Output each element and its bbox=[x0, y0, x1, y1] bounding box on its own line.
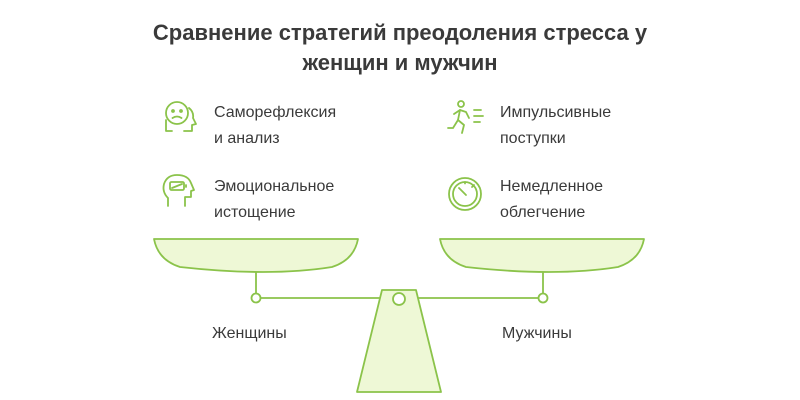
scale-center-pivot bbox=[392, 292, 406, 306]
item-immediate-relief-label: Немедленное облегчение bbox=[500, 178, 604, 221]
stopwatch-icon bbox=[448, 177, 482, 211]
scale-fulcrum bbox=[356, 289, 442, 393]
women-label: Женщины bbox=[212, 325, 287, 342]
item-self-reflection-label: Саморефлексия и анализ bbox=[214, 104, 337, 147]
item-impulsive-actions-label: Импульсивные поступки bbox=[500, 104, 612, 147]
title-line-1: Сравнение стратегий преодоления стресса … bbox=[152, 20, 648, 45]
scale-left-pan bbox=[153, 238, 359, 273]
page-title: Сравнение стратегий преодоления стресса … bbox=[0, 18, 800, 78]
thinking-head-icon bbox=[165, 101, 197, 132]
scale-right-pan bbox=[439, 238, 645, 273]
title-line-2: женщин и мужчин bbox=[302, 50, 498, 75]
scale-right-pivot bbox=[537, 292, 549, 304]
men-label: Мужчины bbox=[502, 325, 572, 342]
low-battery-head-icon bbox=[162, 174, 195, 207]
item-emotional-exhaustion-label: Эмоциональное истощение bbox=[214, 178, 335, 221]
scale-left-pivot bbox=[250, 292, 262, 304]
running-person-icon bbox=[447, 100, 484, 134]
